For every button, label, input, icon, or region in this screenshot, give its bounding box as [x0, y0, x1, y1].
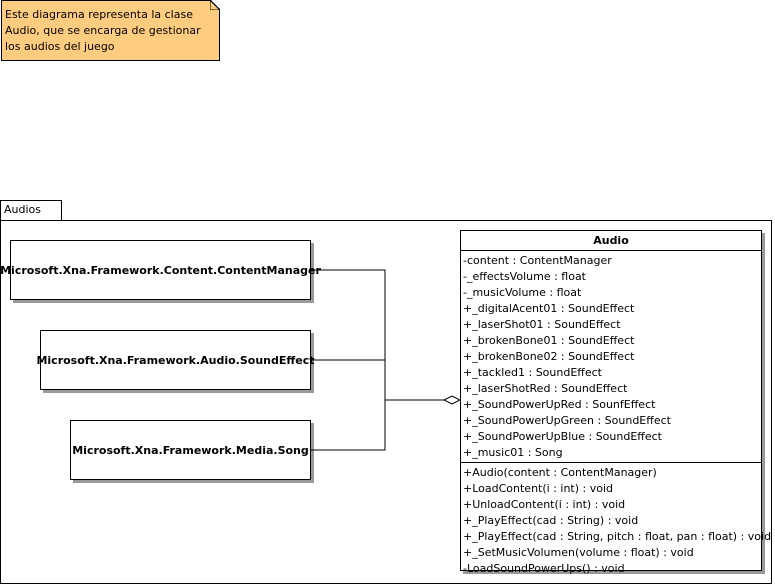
package-tab[interactable]: Audios: [0, 200, 62, 221]
attribute-row: +_music01 : Song: [463, 446, 563, 459]
class-audio-operations: +Audio(content : ContentManager) +LoadCo…: [461, 463, 772, 578]
attribute-row: +_digitalAcent01 : SoundEffect: [463, 302, 635, 315]
class-name: Microsoft.Xna.Framework.Content.ContentM…: [0, 263, 321, 277]
class-song[interactable]: Microsoft.Xna.Framework.Media.Song: [70, 420, 311, 480]
attribute-row: +_brokenBone01 : SoundEffect: [463, 334, 635, 347]
attribute-row: -_musicVolume : float: [463, 286, 582, 299]
attribute-row: +_SoundPowerUpGreen : SoundEffect: [463, 414, 671, 427]
class-content-manager[interactable]: Microsoft.Xna.Framework.Content.ContentM…: [0, 240, 321, 300]
operation-row: -LoadSoundPowerUps() : void: [463, 562, 625, 575]
note-fold-corner: [210, 0, 220, 10]
class-name: Microsoft.Xna.Framework.Media.Song: [72, 443, 309, 457]
attribute-row: -_effectsVolume : float: [463, 270, 586, 283]
operation-row: +Audio(content : ContentManager): [463, 466, 657, 479]
attribute-row: +_laserShot01 : SoundEffect: [463, 318, 621, 331]
attribute-row: +_brokenBone02 : SoundEffect: [463, 350, 635, 363]
diagram-note[interactable]: Este diagrama representa la clase Audio,…: [1, 0, 220, 61]
attribute-row: +_tackled1 : SoundEffect: [463, 366, 602, 379]
attribute-row: +_laserShotRed : SoundEffect: [463, 382, 628, 395]
package-name: Audios: [4, 203, 41, 216]
class-sound-effect[interactable]: Microsoft.Xna.Framework.Audio.SoundEffec…: [36, 330, 315, 390]
operation-row: +_PlayEffect(cad : String) : void: [463, 514, 639, 527]
class-name: Microsoft.Xna.Framework.Audio.SoundEffec…: [36, 353, 315, 367]
operation-row: +_SetMusicVolumen(volume : float) : void: [463, 546, 694, 559]
class-audio[interactable]: Audio -content : ContentManager -_effect…: [460, 230, 771, 575]
operation-row: +UnloadContent(i : int) : void: [463, 498, 626, 511]
attribute-row: -content : ContentManager: [463, 254, 612, 267]
class-audio-name: Audio: [461, 231, 761, 251]
attribute-row: +_SoundPowerUpBlue : SoundEffect: [463, 430, 662, 443]
note-line: los audios del juego: [5, 40, 115, 53]
operation-row: +_PlayEffect(cad : String, pitch : float…: [463, 530, 772, 543]
attribute-row: +_SoundPowerUpRed : SounfEffect: [463, 398, 656, 411]
note-line: Audio, que se encarga de gestionar: [5, 24, 201, 37]
note-line: Este diagrama representa la clase: [5, 8, 193, 21]
operation-row: +LoadContent(i : int) : void: [463, 482, 614, 495]
class-audio-attributes: -content : ContentManager -_effectsVolum…: [461, 251, 761, 463]
